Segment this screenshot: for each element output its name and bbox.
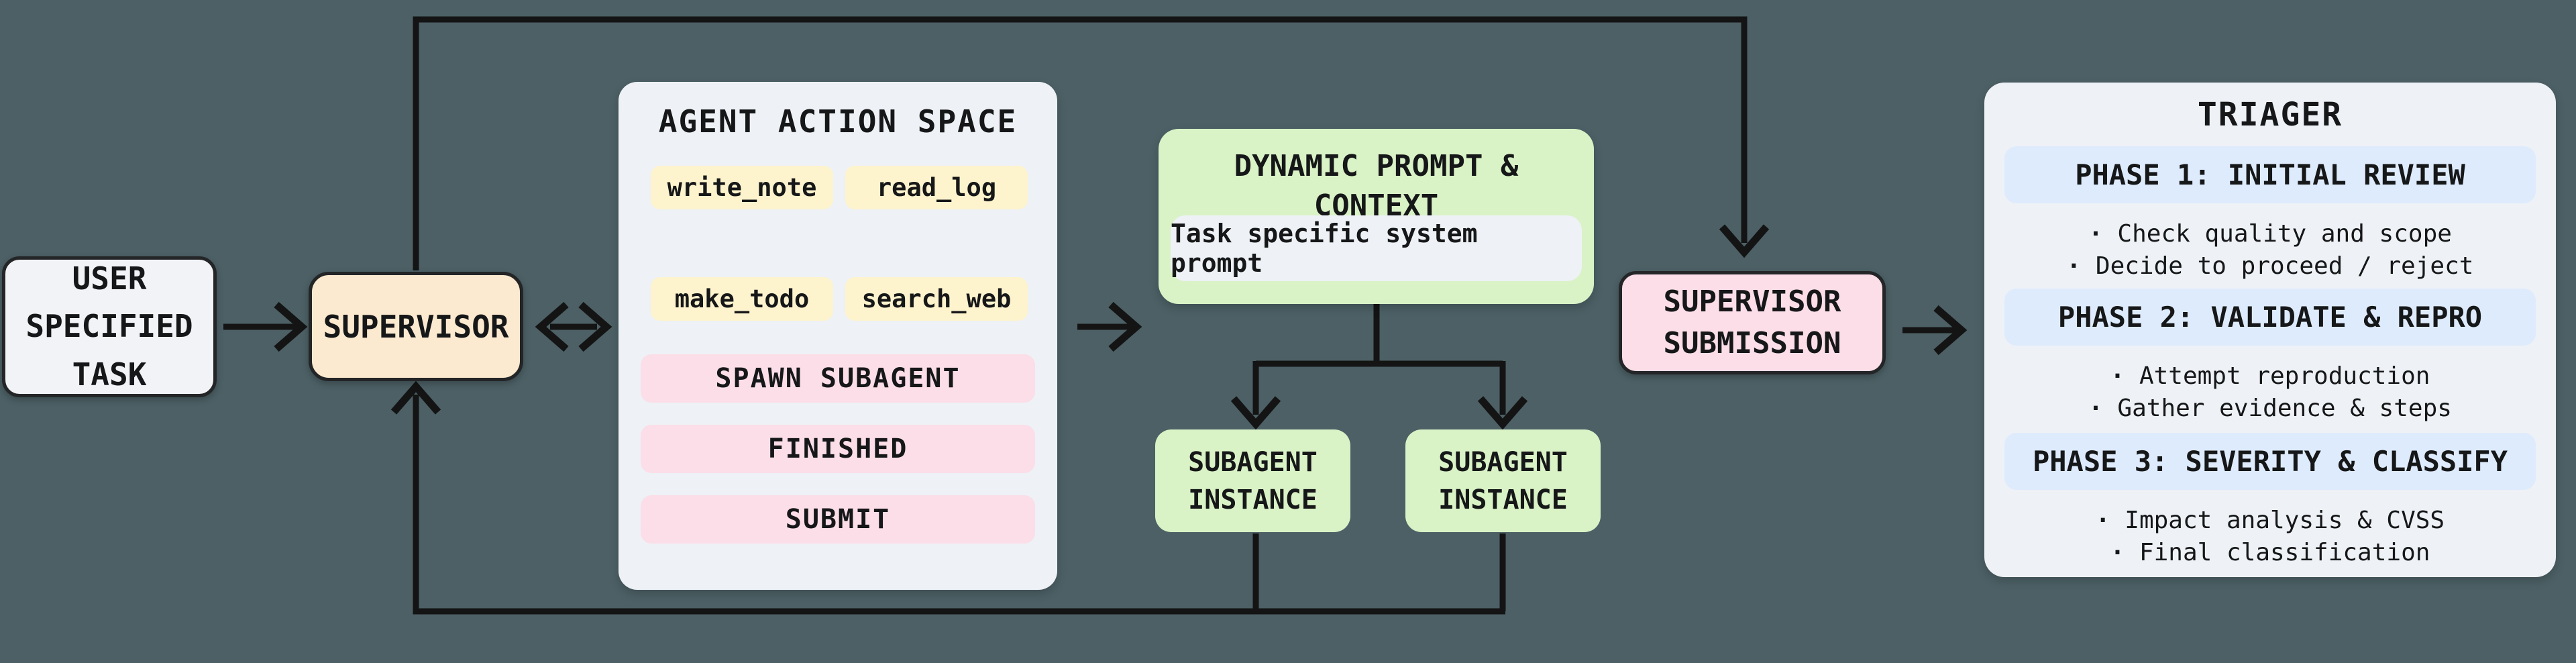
agent-action-space-panel: AGENT ACTION SPACE write_note read_log m… — [619, 82, 1057, 590]
phase-2-heading: PHASE 2: VALIDATE & REPRO — [2004, 289, 2536, 346]
phase-3-heading: PHASE 3: SEVERITY & CLASSIFY — [2004, 433, 2536, 490]
phase-3-bullet-1: Impact analysis & CVSS — [2004, 505, 2536, 537]
phase-1-bullet-2: Decide to proceed / reject — [2004, 250, 2536, 283]
arrow-user-task-to-supervisor — [223, 301, 308, 352]
arrow-action-space-to-dynamic-prompt — [1077, 301, 1142, 352]
subagent-instance-node-2: SUBAGENT INSTANCE — [1405, 429, 1601, 532]
user-specified-task-node: USER SPECIFIED TASK — [2, 256, 217, 397]
supervisor-node: SUPERVISOR — [309, 272, 523, 381]
tool-pill-read-log: read_log — [845, 166, 1028, 209]
dynamic-prompt-title: DYNAMIC PROMPT & CONTEXT — [1234, 149, 1519, 223]
wire-subagents-to-supervisor-bottom-loop — [390, 380, 1506, 615]
agent-action-space-title: AGENT ACTION SPACE — [658, 103, 1018, 140]
triager-panel: TRIAGER PHASE 1: INITIAL REVIEW Check qu… — [1984, 83, 2556, 577]
action-pill-finished: FINISHED — [641, 425, 1035, 473]
wire-dynamic-prompt-to-subagents — [1230, 304, 1528, 430]
phase-1-bullets: Check quality and scope Decide to procee… — [2004, 218, 2536, 283]
phase-3-bullets: Impact analysis & CVSS Final classificat… — [2004, 505, 2536, 569]
tool-pill-write-note: write_note — [651, 166, 833, 209]
wire-supervisor-to-submission-top-loop — [413, 16, 1770, 270]
subagent-instance-node-1: SUBAGENT INSTANCE — [1155, 429, 1350, 532]
tool-pill-make-todo: make_todo — [651, 277, 833, 321]
phase-3-bullet-2: Final classification — [2004, 537, 2536, 569]
action-pill-submit: SUBMIT — [641, 495, 1035, 544]
phase-2-bullet-2: Gather evidence & steps — [2004, 393, 2536, 425]
action-pill-spawn-subagent: SPAWN SUBAGENT — [641, 354, 1035, 403]
phase-2-bullets: Attempt reproduction Gather evidence & s… — [2004, 360, 2536, 425]
dynamic-prompt-context-node: DYNAMIC PROMPT & CONTEXT Task specific s… — [1159, 129, 1594, 304]
task-specific-system-prompt-chip: Task specific system prompt — [1171, 215, 1582, 281]
tool-pill-search-web: search_web — [845, 277, 1028, 321]
arrow-supervisor-action-space-bidirectional — [535, 301, 612, 352]
phase-1-heading: PHASE 1: INITIAL REVIEW — [2004, 146, 2536, 203]
arrow-submission-to-triager — [1902, 305, 1968, 356]
phase-1-bullet-1: Check quality and scope — [2004, 218, 2536, 250]
supervisor-submission-node: SUPERVISOR SUBMISSION — [1619, 271, 1886, 374]
phase-2-bullet-1: Attempt reproduction — [2004, 360, 2536, 393]
triager-title: TRIAGER — [2197, 96, 2343, 134]
